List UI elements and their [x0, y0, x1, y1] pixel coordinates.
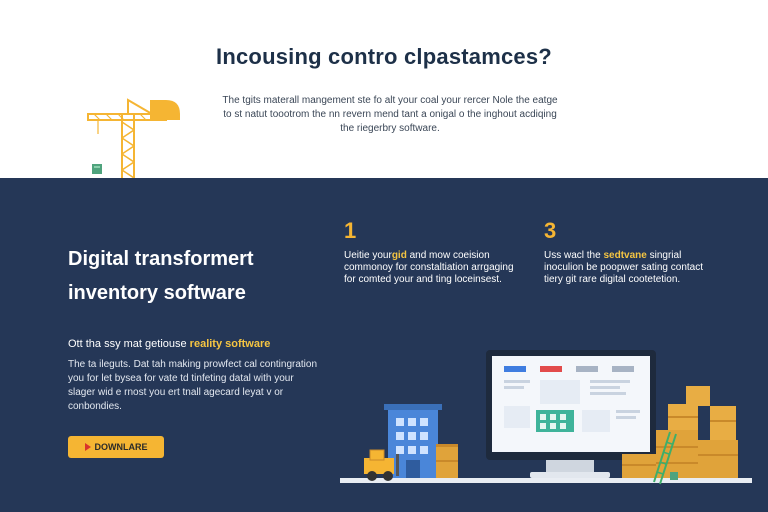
step-text: Uss wacl the sedtvane singrial inoculion…: [544, 250, 714, 286]
stacked-boxes-icon: [622, 386, 738, 485]
step-text-highlight: sedtvane: [603, 250, 647, 261]
crane-illustration-icon: [87, 98, 180, 180]
warehouse-illustration: [340, 350, 752, 485]
step-text: Ueitie yourgid and mow coeision commonoy…: [344, 250, 514, 286]
download-button-label: DOWNLARE: [94, 442, 148, 452]
step-text-highlight: gid: [391, 250, 407, 261]
main-heading: Digital transformert inventory software: [68, 248, 254, 304]
sub-heading-prefix: Ott tha ssy mat getiouse: [68, 338, 190, 350]
hero-section: Incousing contro clpastamces? The tgits …: [0, 0, 768, 180]
step-text-suffix: singrial inoculion be poopwer sating con…: [544, 250, 703, 285]
step-text-prefix: Uss wacl the: [544, 250, 604, 261]
forklift-icon: [364, 449, 399, 481]
hero-description: The tgits materall mangement ste fo alt …: [222, 95, 558, 134]
boxes-icon: [436, 444, 458, 478]
step-number: 1: [344, 218, 357, 243]
play-icon: [84, 443, 91, 451]
monitor-icon: [486, 350, 656, 478]
step-3: 3 Uss wacl the sedtvane singrial inoculi…: [544, 218, 714, 286]
hero-title: Incousing contro clpastamces?: [216, 44, 552, 69]
download-button[interactable]: DOWNLARE: [68, 436, 164, 458]
step-number: 3: [544, 218, 557, 243]
step-1: 1 Ueitie yourgid and mow coeision common…: [344, 218, 514, 286]
sub-heading: Ott tha ssy mat getiouse reality softwar…: [68, 338, 270, 350]
step-text-prefix: Ueitie your: [344, 250, 392, 261]
building-icon: [384, 404, 442, 478]
ground-line: [340, 478, 752, 483]
step-text-suffix: and mow coeision commonoy for constaltia…: [344, 250, 514, 285]
sub-heading-highlight: reality software: [189, 338, 271, 350]
main-body-text: The ta ileguts. Dat tah making prowfect …: [68, 359, 318, 412]
